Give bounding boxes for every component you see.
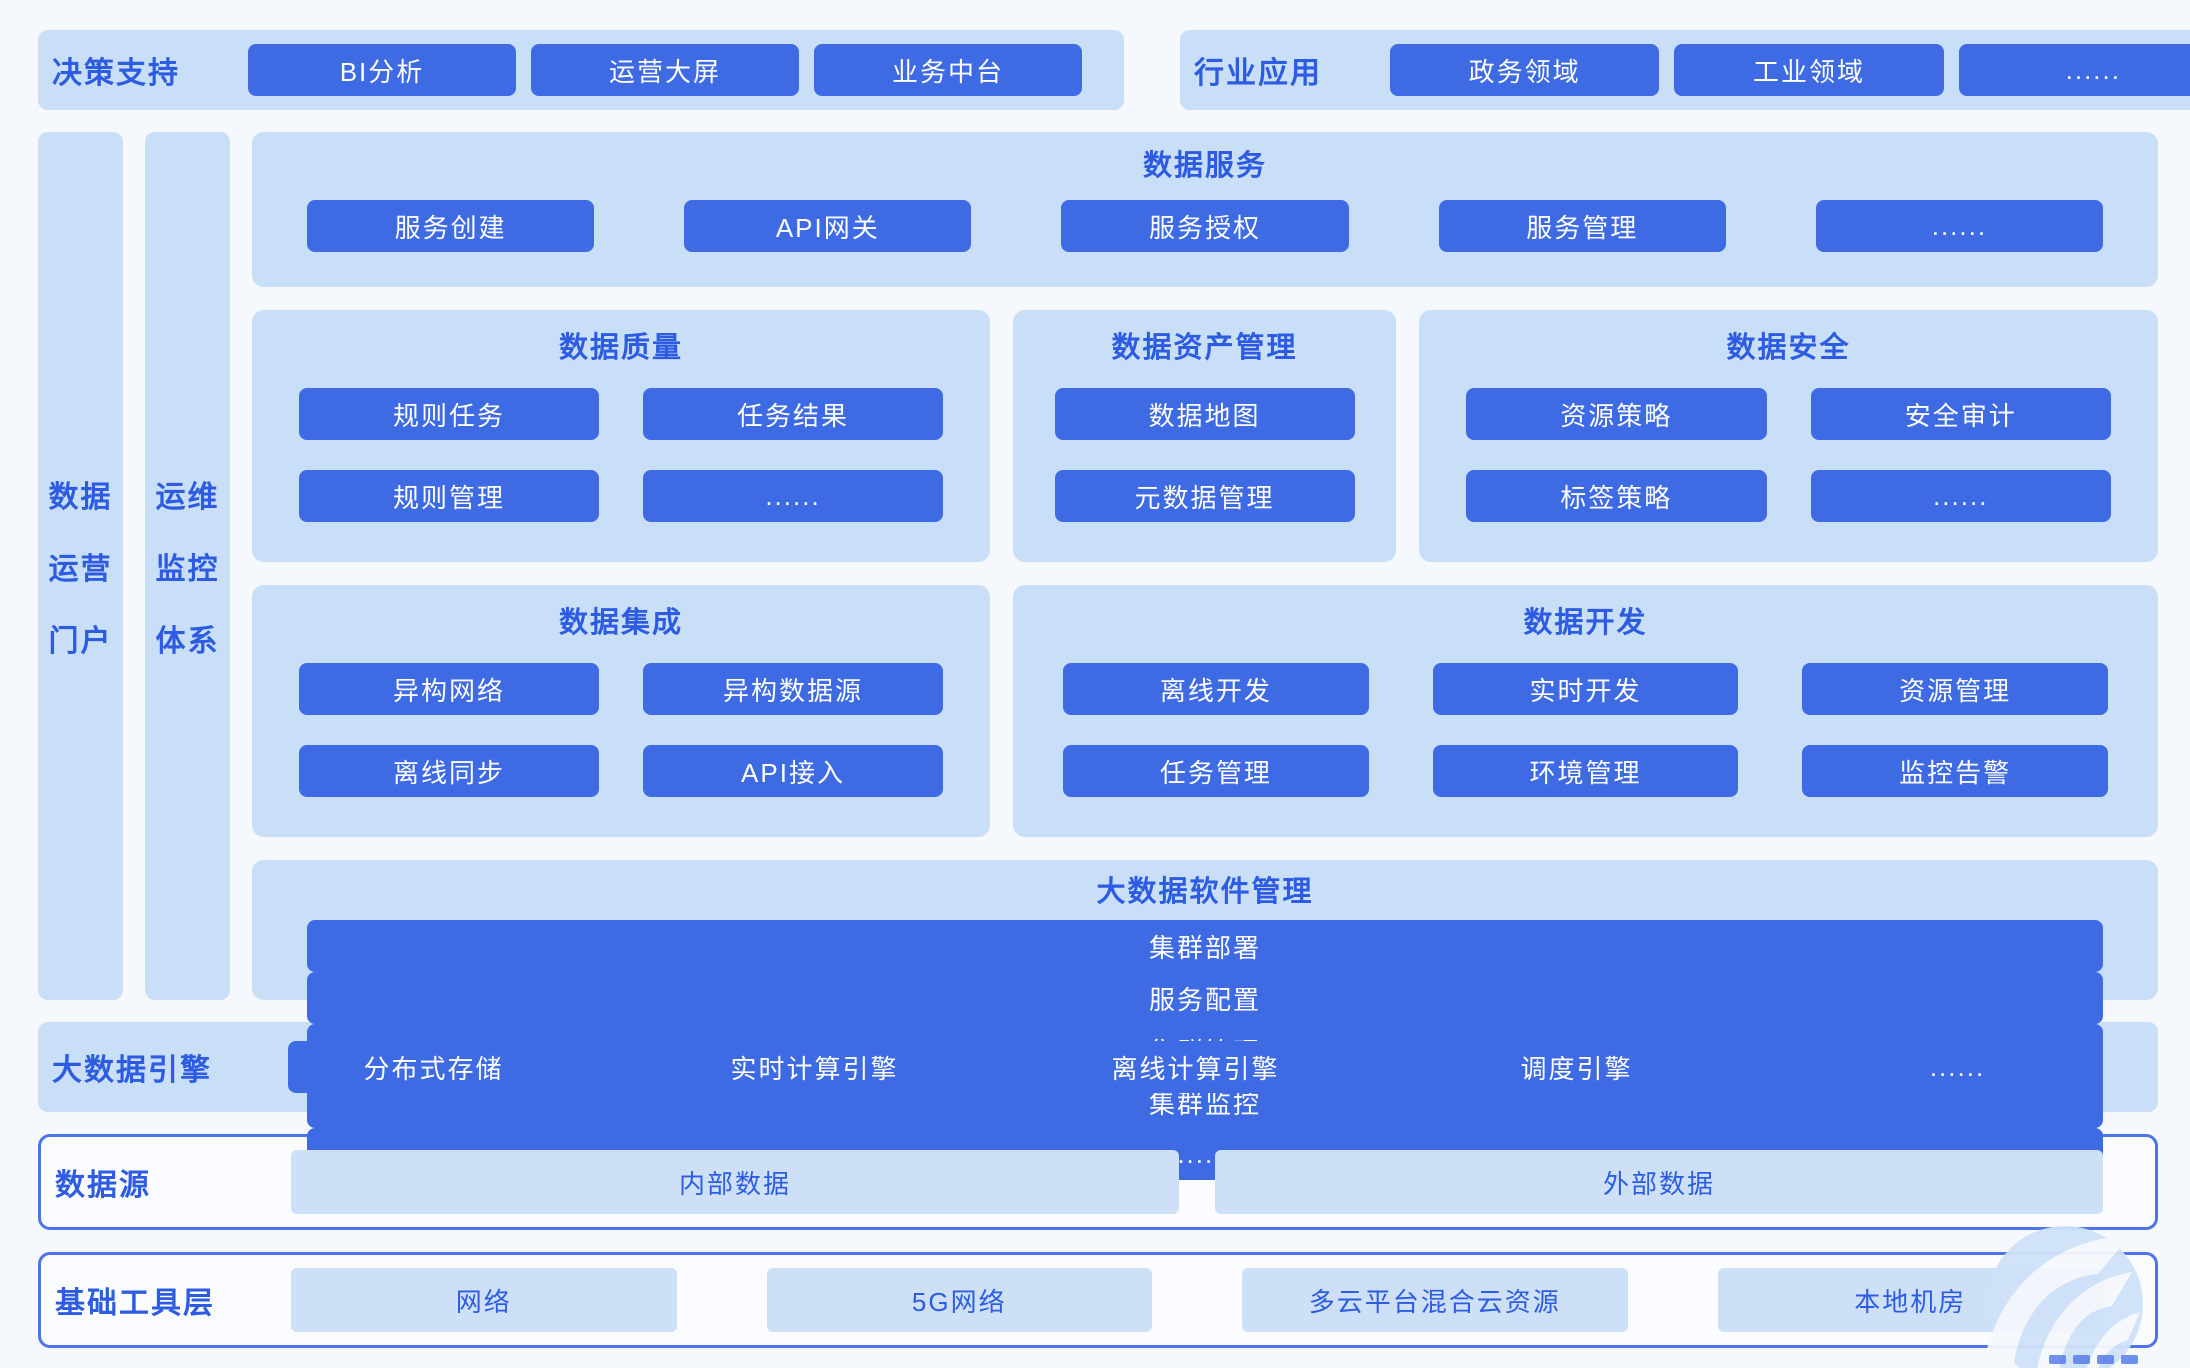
infrastructure-label: 基础工具层 bbox=[55, 1287, 215, 1320]
data-service-title: 数据服务 bbox=[1142, 150, 1267, 182]
infrastructure-chips: 网络 5G网络 多云平台混合云资源 本地机房 bbox=[291, 1268, 2103, 1332]
btn-security-audit[interactable]: 安全审计 bbox=[1810, 388, 2111, 440]
panel-data-quality: 数据质量 规则任务 任务结果 规则管理 ...... bbox=[252, 310, 990, 562]
row-infrastructure: 基础工具层 网络 5G网络 多云平台混合云资源 本地机房 bbox=[38, 1252, 2158, 1348]
data-quality-title: 数据质量 bbox=[558, 332, 683, 364]
btn-engine-more[interactable]: ...... bbox=[1812, 1041, 2103, 1093]
data-security-title: 数据安全 bbox=[1726, 332, 1851, 364]
panel-data-service: 数据服务 服务创建 API网关 服务授权 服务管理 ...... bbox=[252, 132, 2158, 287]
btn-heterogeneous-network[interactable]: 异构网络 bbox=[299, 663, 599, 715]
btn-offline-sync[interactable]: 离线同步 bbox=[299, 745, 599, 797]
btn-internal-data[interactable]: 内部数据 bbox=[291, 1150, 1179, 1214]
btn-resource-policy[interactable]: 资源策略 bbox=[1466, 388, 1767, 440]
btn-quality-more[interactable]: ...... bbox=[643, 470, 943, 522]
data-source-chips: 内部数据 外部数据 bbox=[291, 1150, 2103, 1214]
watermark-text-marks bbox=[2049, 1355, 2138, 1364]
ops-line-2: 监控 bbox=[155, 553, 220, 586]
sidebar-data-operation-portal: 数据 运营 门户 bbox=[38, 132, 123, 1000]
data-source-label: 数据源 bbox=[55, 1169, 151, 1202]
industry-apps-label: 行业应用 bbox=[1194, 57, 1322, 90]
data-integration-chips: 异构网络 异构数据源 离线同步 API接入 bbox=[299, 663, 943, 797]
data-dev-chips: 离线开发 实时开发 资源管理 任务管理 环境管理 监控告警 bbox=[1063, 663, 2108, 797]
industry-apps-chips: 政务领域 工业领域 ...... bbox=[1390, 44, 2190, 96]
btn-task-result[interactable]: 任务结果 bbox=[643, 388, 943, 440]
data-security-chips: 资源策略 安全审计 标签策略 ...... bbox=[1466, 388, 2111, 522]
btn-task-manage[interactable]: 任务管理 bbox=[1063, 745, 1369, 797]
btn-offline-dev[interactable]: 离线开发 bbox=[1063, 663, 1369, 715]
btn-service-config[interactable]: 服务配置 bbox=[307, 972, 2103, 1024]
btn-bi-analysis[interactable]: BI分析 bbox=[248, 44, 516, 96]
decision-support-chips: BI分析 运营大屏 业务中台 bbox=[248, 44, 1082, 96]
sidebar-ops-monitoring-system: 运维 监控 体系 bbox=[145, 132, 230, 1000]
btn-monitor-alert[interactable]: 监控告警 bbox=[1802, 745, 2108, 797]
btn-resource-manage[interactable]: 资源管理 bbox=[1802, 663, 2108, 715]
watermark-swirl-logo-icon bbox=[1984, 1226, 2143, 1368]
btn-external-data[interactable]: 外部数据 bbox=[1215, 1150, 2103, 1214]
btn-multicloud-hybrid-resource[interactable]: 多云平台混合云资源 bbox=[1242, 1268, 1628, 1332]
btn-rule-manage[interactable]: 规则管理 bbox=[299, 470, 599, 522]
data-dev-title: 数据开发 bbox=[1523, 607, 1648, 639]
panels-column: 数据服务 服务创建 API网关 服务授权 服务管理 ...... 数据质量 规则… bbox=[252, 132, 2158, 1180]
decision-support-label: 决策支持 bbox=[52, 57, 180, 90]
data-integration-title: 数据集成 bbox=[558, 607, 683, 639]
btn-realtime-dev[interactable]: 实时开发 bbox=[1432, 663, 1739, 715]
btn-rule-task[interactable]: 规则任务 bbox=[299, 388, 599, 440]
panel-data-development: 数据开发 离线开发 实时开发 资源管理 任务管理 环境管理 监控告警 bbox=[1013, 585, 2158, 837]
ops-line-1: 运维 bbox=[155, 481, 220, 514]
data-service-chips: 服务创建 API网关 服务授权 服务管理 ...... bbox=[307, 200, 2103, 252]
btn-government-domain[interactable]: 政务领域 bbox=[1390, 44, 1660, 96]
btn-scheduler-engine[interactable]: 调度引擎 bbox=[1431, 1041, 1722, 1093]
bigdata-engine-label: 大数据引擎 bbox=[52, 1054, 212, 1087]
btn-metadata-manage[interactable]: 元数据管理 bbox=[1054, 470, 1355, 522]
bigdata-engine-chips: 分布式存储 实时计算引擎 离线计算引擎 调度引擎 ...... bbox=[288, 1041, 2103, 1093]
btn-heterogeneous-datasource[interactable]: 异构数据源 bbox=[643, 663, 943, 715]
btn-env-manage[interactable]: 环境管理 bbox=[1432, 745, 1739, 797]
panel-data-integration: 数据集成 异构网络 异构数据源 离线同步 API接入 bbox=[252, 585, 990, 837]
section-decision-support: 决策支持 BI分析 运营大屏 业务中台 bbox=[38, 30, 1124, 110]
data-asset-title: 数据资产管理 bbox=[1111, 332, 1298, 364]
panel-data-security: 数据安全 资源策略 安全审计 标签策略 ...... bbox=[1419, 310, 2158, 562]
btn-api-access[interactable]: API接入 bbox=[643, 745, 943, 797]
panel-bigdata-software-management: 大数据软件管理 集群部署 服务配置 集群管理 集群监控 ...... bbox=[252, 860, 2158, 1180]
btn-cluster-monitor[interactable]: 集群监控 bbox=[307, 1076, 2103, 1128]
btn-service-manage[interactable]: 服务管理 bbox=[1438, 200, 1726, 252]
ops-line-3: 体系 bbox=[155, 625, 220, 658]
portal-line-1: 数据 bbox=[48, 481, 113, 514]
btn-api-gateway[interactable]: API网关 bbox=[684, 200, 972, 252]
btn-service-authorize[interactable]: 服务授权 bbox=[1061, 200, 1349, 252]
panel-data-asset-management: 数据资产管理 数据地图 元数据管理 bbox=[1013, 310, 1396, 562]
btn-offline-compute-engine[interactable]: 离线计算引擎 bbox=[1050, 1041, 1341, 1093]
btn-realtime-compute-engine[interactable]: 实时计算引擎 bbox=[669, 1041, 960, 1093]
btn-business-middle-platform[interactable]: 业务中台 bbox=[814, 44, 1082, 96]
btn-service-create[interactable]: 服务创建 bbox=[307, 200, 595, 252]
row-quality-asset-security: 数据质量 规则任务 任务结果 规则管理 ...... 数据资产管理 数据地图 元… bbox=[252, 310, 2158, 562]
data-quality-chips: 规则任务 任务结果 规则管理 ...... bbox=[299, 388, 943, 522]
data-asset-chips: 数据地图 元数据管理 bbox=[1053, 388, 1356, 522]
btn-security-more[interactable]: ...... bbox=[1810, 470, 2111, 522]
top-row: 决策支持 BI分析 运营大屏 业务中台 行业应用 政务领域 工业领域 .....… bbox=[38, 30, 2190, 110]
btn-label-policy[interactable]: 标签策略 bbox=[1466, 470, 1767, 522]
portal-line-3: 门户 bbox=[48, 625, 113, 658]
btn-network[interactable]: 网络 bbox=[291, 1268, 677, 1332]
btn-operation-screen[interactable]: 运营大屏 bbox=[531, 44, 799, 96]
section-industry-apps: 行业应用 政务领域 工业领域 ...... bbox=[1180, 30, 2190, 110]
btn-data-map[interactable]: 数据地图 bbox=[1054, 388, 1355, 440]
btn-industrial-domain[interactable]: 工业领域 bbox=[1674, 44, 1944, 96]
main-area: 数据 运营 门户 运维 监控 体系 数据服务 服务创建 API网关 服务授权 服… bbox=[38, 132, 2158, 1180]
btn-industry-more[interactable]: ...... bbox=[1958, 44, 2190, 96]
btn-cluster-deploy[interactable]: 集群部署 bbox=[307, 920, 2103, 972]
portal-line-2: 运营 bbox=[48, 553, 113, 586]
btn-5g-network[interactable]: 5G网络 bbox=[766, 1268, 1152, 1332]
bigdata-software-title: 大数据软件管理 bbox=[1096, 876, 1314, 908]
row-integration-dev: 数据集成 异构网络 异构数据源 离线同步 API接入 数据开发 离线开发 实时开… bbox=[252, 585, 2158, 837]
btn-service-more[interactable]: ...... bbox=[1815, 200, 2103, 252]
row-data-source: 数据源 内部数据 外部数据 bbox=[38, 1134, 2158, 1230]
btn-distributed-storage[interactable]: 分布式存储 bbox=[288, 1041, 579, 1093]
